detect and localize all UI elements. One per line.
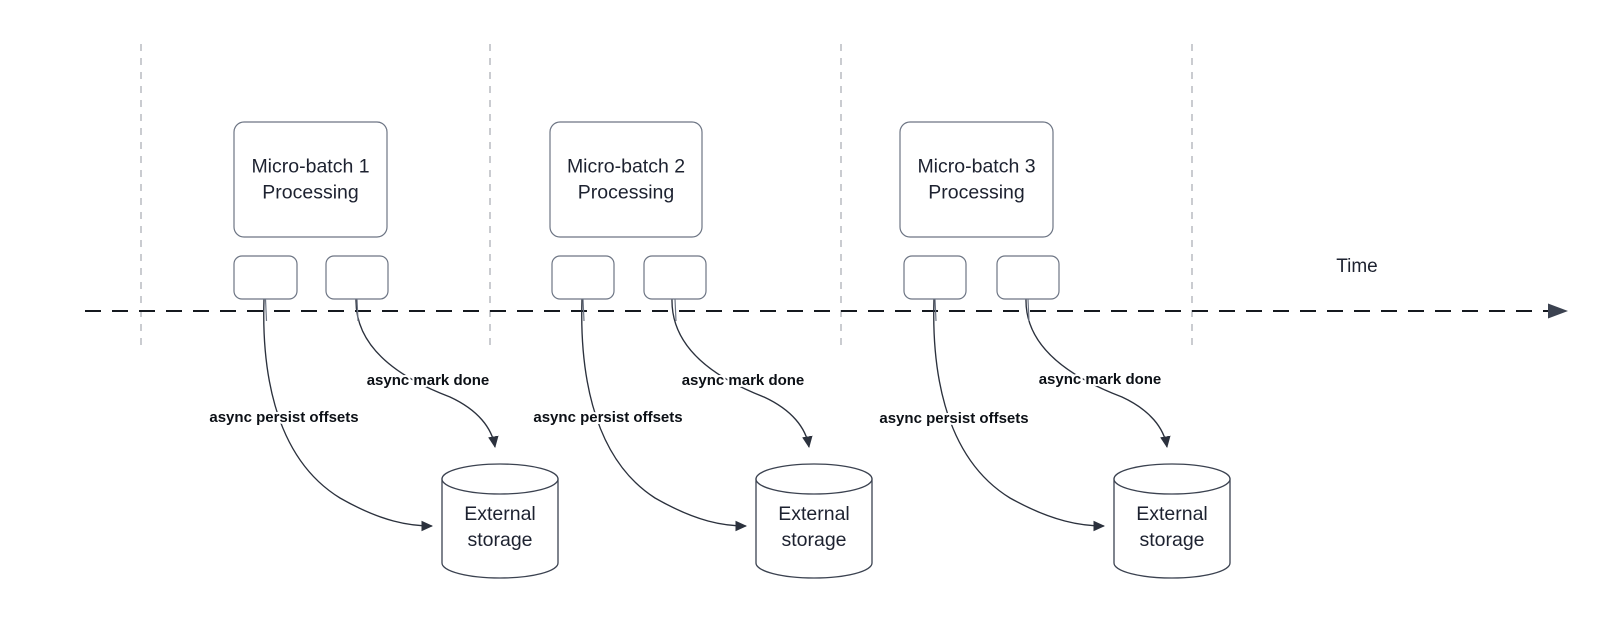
batch-3-task-b-box[interactable] (996, 255, 1060, 300)
micro-batch-2-label-line2: Processing (578, 182, 674, 204)
batch-2-task-a-timeline-stem (582, 298, 585, 322)
batch-2-task-b-box[interactable] (643, 255, 707, 300)
batch-3-task-a-timeline-stem (934, 298, 937, 322)
external-storage-2-cylinder-top-icon (755, 463, 873, 495)
persist-offsets-2-arrow (581, 298, 748, 532)
batch-1-task-a-timeline-stem (264, 298, 268, 322)
batch-1-task-b-timeline-stem (356, 298, 359, 322)
mark-done-1-label: async mark done (367, 372, 490, 389)
micro-batch-1-label-line1: Micro-batch 1 (251, 156, 369, 178)
micro-batch-2-box[interactable] (549, 121, 703, 238)
persist-offsets-3-label: async persist offsets (879, 410, 1028, 427)
micro-batch-3-box[interactable] (899, 121, 1054, 238)
external-storage-3-cylinder-top-icon (1113, 463, 1231, 495)
batch-3-task-b-timeline-stem (1027, 298, 1030, 322)
external-storage-3-label-line1: External (1136, 503, 1208, 525)
mark-done-2-label: async mark done (682, 372, 805, 389)
edge-labels: async persist offsets async mark done asyn… (207, 369, 1163, 429)
persist-offsets-1-label: async persist offsets (209, 409, 358, 426)
external-storage-1-cylinder-body[interactable] (441, 478, 559, 579)
external-storage-2-label-line2: storage (781, 529, 846, 551)
persist-offsets-2-label: async persist offsets (533, 409, 682, 426)
micro-batch-1-box[interactable] (233, 121, 388, 238)
batch-2-task-b-timeline-stem (674, 298, 677, 322)
micro-batch-3-label-line1: Micro-batch 3 (917, 156, 1035, 178)
mark-done-2-arrow (671, 298, 813, 449)
persist-offsets-3-arrow (933, 298, 1106, 532)
external-storage-3-label-line2: storage (1139, 529, 1204, 551)
micro-batch-3-label-line2: Processing (928, 182, 1024, 204)
persist-offsets-1-arrow (263, 298, 434, 532)
batch-1-task-b-box[interactable] (325, 255, 389, 300)
micro-batch-2-label-line1: Micro-batch 2 (567, 156, 685, 178)
external-storage-3-cylinder-body[interactable] (1113, 478, 1231, 579)
batch-1-task-a-box[interactable] (233, 255, 298, 300)
time-axis-label: Time (1336, 256, 1378, 277)
external-storage-1-label-line1: External (464, 503, 536, 525)
mark-done-1-arrow (355, 298, 499, 449)
time-axis: Time (85, 256, 1568, 319)
batch-2-task-a-box[interactable] (551, 255, 615, 300)
time-axis-arrowhead-icon (1548, 303, 1568, 319)
external-storage-1-cylinder-top-icon (441, 463, 559, 495)
external-storage-2-cylinder-body[interactable] (755, 478, 873, 579)
mark-done-3-label: async mark done (1039, 371, 1162, 388)
mark-done-3-arrow (1025, 298, 1171, 449)
external-storage-1-label-line2: storage (467, 529, 532, 551)
micro-batch-1-label-line2: Processing (262, 182, 358, 204)
batch-3-task-a-box[interactable] (903, 255, 967, 300)
external-storage-2-label-line1: External (778, 503, 850, 525)
async-flow-arrows (263, 298, 1171, 532)
